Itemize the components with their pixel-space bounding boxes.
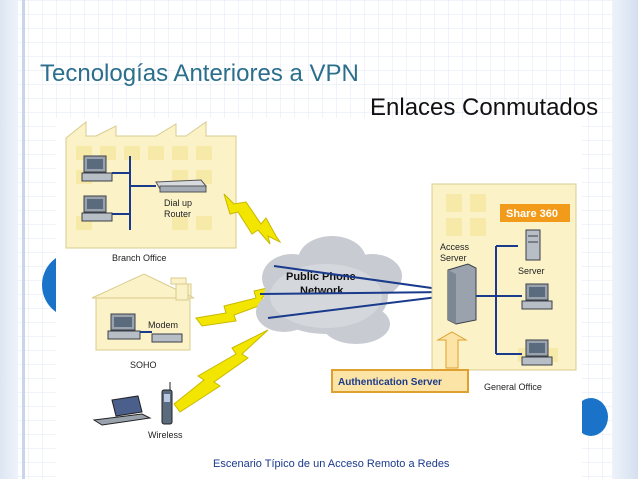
server-label: Server bbox=[518, 266, 545, 276]
authentication-server-label: Authentication Server bbox=[338, 377, 442, 388]
general-office-label: General Office bbox=[484, 382, 542, 392]
wireless-label: Wireless bbox=[148, 430, 183, 440]
office-pc-icon-2 bbox=[521, 339, 553, 366]
soho-label: SOHO bbox=[130, 360, 157, 370]
soho-to-access-server-link bbox=[259, 286, 448, 299]
branch-office-building bbox=[65, 120, 237, 249]
authentication-server-box bbox=[331, 369, 469, 393]
modem-label: Modem bbox=[148, 320, 178, 330]
left-stripe-line bbox=[22, 0, 25, 479]
dial-up-router-icon bbox=[155, 179, 208, 193]
public-phone-network-cloud bbox=[256, 236, 402, 344]
wireless-to-access-server-link bbox=[267, 291, 448, 319]
branch-pc-icon-1 bbox=[81, 155, 130, 182]
modem-icon bbox=[151, 333, 183, 343]
laptop-icon bbox=[92, 395, 152, 426]
network-diagram: Dial up Router Branch Office Modem SOHO bbox=[56, 118, 582, 479]
auth-arrow-icon bbox=[436, 331, 468, 369]
access-server-icon bbox=[447, 263, 477, 325]
soho-pc-icon bbox=[107, 313, 152, 340]
share-360-label: Share 360 bbox=[506, 208, 558, 220]
diagram-caption: Escenario Típico de un Acceso Remoto a R… bbox=[213, 458, 450, 470]
access-server-label-1: Access bbox=[440, 242, 470, 252]
diagram-canvas: Dial up Router Branch Office Modem SOHO bbox=[65, 120, 577, 440]
branch-office-label: Branch Office bbox=[112, 253, 166, 263]
slide-subtitle: Enlaces Conmutados bbox=[370, 94, 599, 121]
branch-pc-icon-2 bbox=[81, 195, 130, 222]
slide-title: Tecnologías Anteriores a VPN bbox=[40, 60, 359, 87]
router-label-1: Dial up bbox=[164, 198, 192, 208]
access-server-label-2: Server bbox=[440, 253, 467, 263]
server-tower-icon bbox=[525, 229, 541, 261]
cellphone-icon bbox=[161, 382, 173, 425]
share-360-badge bbox=[500, 204, 570, 222]
office-pc-icon-1 bbox=[521, 283, 553, 310]
lightning-branch bbox=[223, 193, 282, 245]
left-stripe-decoration bbox=[0, 0, 18, 479]
network-label-2: Network bbox=[300, 285, 344, 297]
lightning-wireless bbox=[173, 329, 269, 413]
branch-to-access-server-link bbox=[273, 265, 448, 295]
right-stripe-decoration bbox=[612, 0, 638, 479]
router-label-2: Router bbox=[164, 209, 191, 219]
